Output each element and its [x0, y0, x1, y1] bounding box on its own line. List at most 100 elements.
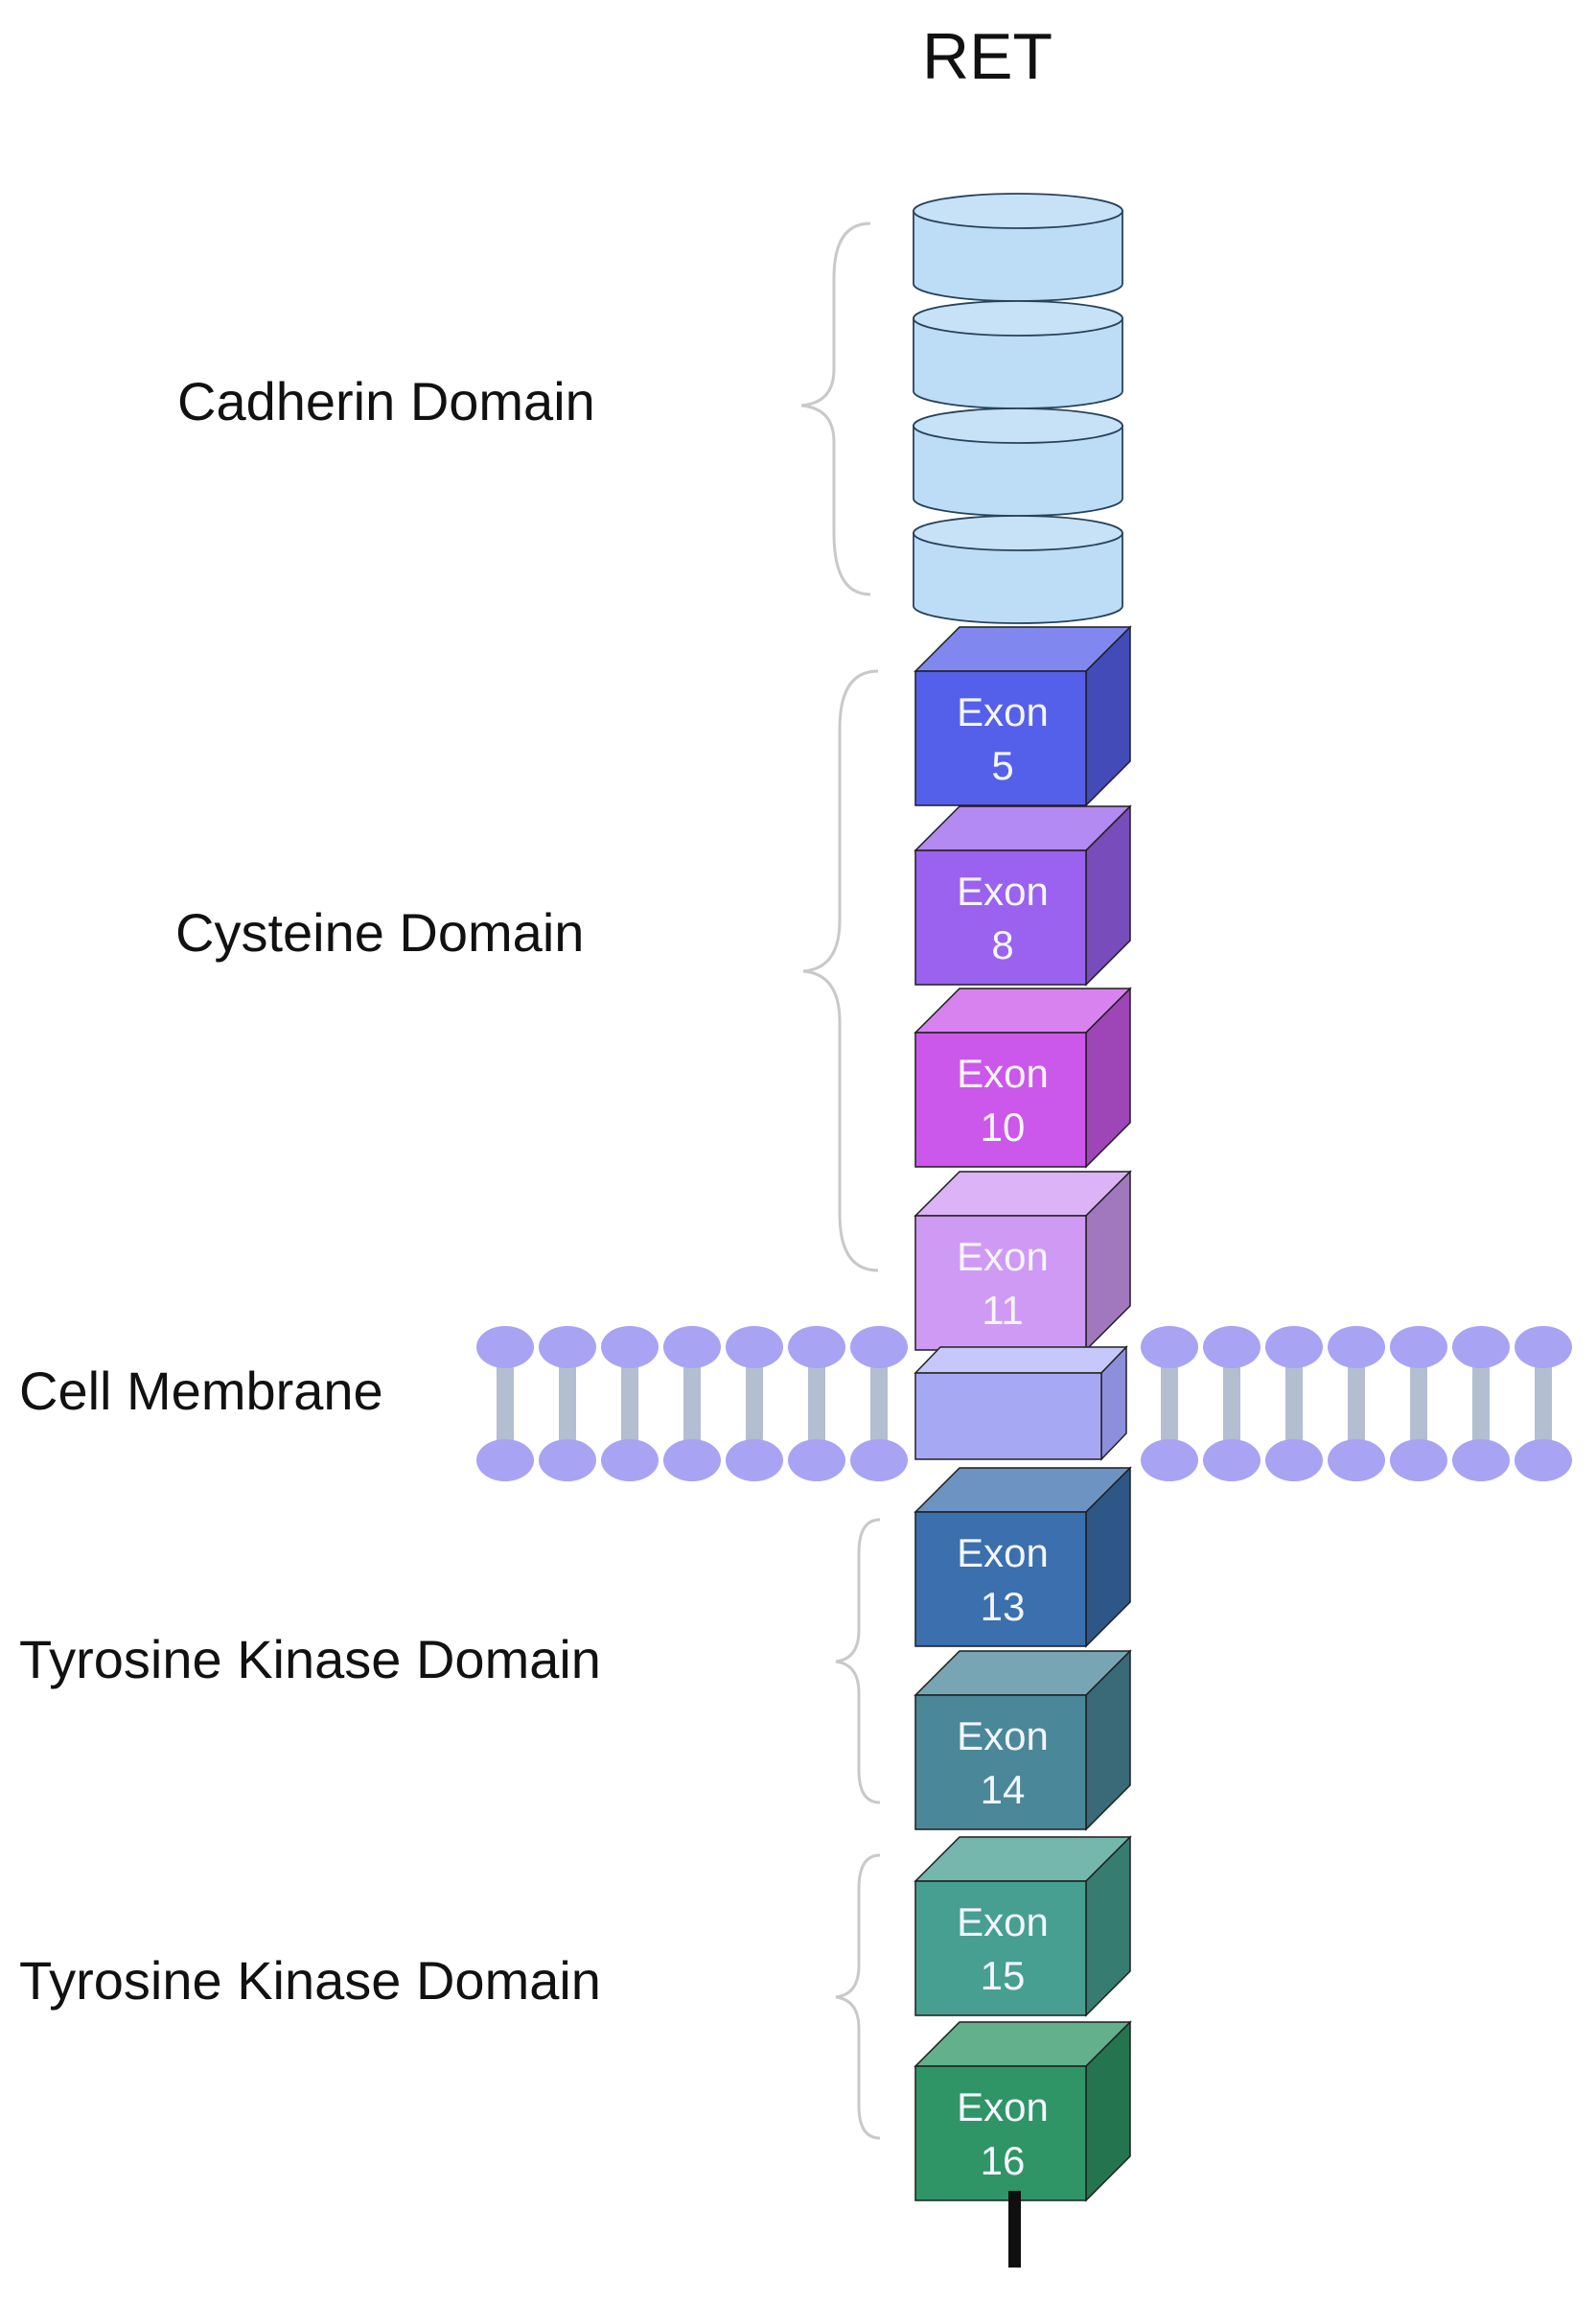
tyrosine-kinase-domain-label-1: Tyrosine Kinase Domain [19, 1629, 601, 1689]
lipid-head-bottom [1515, 1439, 1572, 1481]
phospholipid [788, 1326, 845, 1481]
exon-label: Exon [957, 1713, 1049, 1758]
cadherin-repeat [913, 300, 1123, 409]
cadherin-domain-label: Cadherin Domain [177, 371, 595, 431]
cadherin-repeat [913, 193, 1123, 302]
exon-number: 11 [982, 1288, 1024, 1333]
c-terminal-tail [1008, 2191, 1021, 2268]
diagram-title: RET [922, 20, 1052, 93]
lipid-head-top [1328, 1326, 1385, 1368]
exon-cube: Exon 15 [914, 1835, 1132, 2017]
exon-cube-front [914, 2065, 1087, 2201]
cadherin-disk-top [913, 407, 1123, 444]
lipid-tail [559, 1347, 576, 1460]
phospholipid [850, 1326, 908, 1481]
exon-cube: Exon 14 [914, 1649, 1132, 1831]
cadherin-disk-top [913, 193, 1123, 229]
lipid-head-top [850, 1326, 908, 1368]
cell-membrane-label: Cell Membrane [19, 1361, 383, 1421]
exon-cube-front [914, 1880, 1087, 2016]
lipid-head-top [539, 1326, 596, 1368]
phospholipid [1390, 1326, 1447, 1481]
lipid-head-bottom [663, 1439, 721, 1481]
exon-cube: Exon 5 [914, 625, 1132, 807]
lipid-head-top [601, 1326, 659, 1368]
lipid-head-bottom [850, 1439, 908, 1481]
cell-membrane [476, 1326, 1572, 1481]
phospholipid [601, 1326, 659, 1481]
lipid-head-bottom [1203, 1439, 1261, 1481]
lipid-tail [1285, 1347, 1303, 1460]
phospholipid [476, 1326, 534, 1481]
exon-number: 14 [981, 1767, 1026, 1812]
lipid-tail [1472, 1347, 1490, 1460]
lipid-tail [497, 1347, 514, 1460]
phospholipid [1515, 1326, 1572, 1481]
lipid-head-bottom [726, 1439, 783, 1481]
cadherin-disk-body [913, 532, 1123, 624]
exon-number: 16 [981, 2138, 1026, 2183]
phospholipid [1265, 1326, 1323, 1481]
phospholipid [539, 1326, 596, 1481]
lipid-head-bottom [1390, 1439, 1447, 1481]
exon-number: 5 [991, 743, 1013, 788]
cysteine-brace [802, 669, 879, 1272]
lipid-tail [1410, 1347, 1427, 1460]
lipid-tail [870, 1347, 888, 1460]
lipid-head-bottom [1141, 1439, 1198, 1481]
exon-blocks: Exon5Exon8Exon10Exon11Exon13Exon14Exon15… [914, 625, 1132, 2202]
lipid-head-bottom [788, 1439, 845, 1481]
tm-segment-front [914, 1372, 1102, 1460]
exon-cube: Exon 16 [914, 2020, 1132, 2202]
lipid-tail [683, 1347, 701, 1460]
cadherin-disk-top [913, 300, 1123, 337]
lipid-tail [808, 1347, 825, 1460]
cadherin-brace [800, 221, 871, 596]
cadherin-domain [913, 193, 1123, 624]
lipid-head-top [663, 1326, 721, 1368]
phospholipid [1203, 1326, 1261, 1481]
exon-label: Exon [957, 689, 1049, 734]
exon-number: 8 [991, 922, 1013, 967]
tyrosine-kinase-domain-label-2: Tyrosine Kinase Domain [19, 1950, 601, 2011]
lipid-head-top [476, 1326, 534, 1368]
lipid-head-top [1390, 1326, 1447, 1368]
exon-number: 15 [981, 1953, 1026, 1998]
phospholipid [1141, 1326, 1198, 1481]
lipid-head-top [1203, 1326, 1261, 1368]
exon-cube-front [914, 1511, 1087, 1647]
exon-cube-front [914, 670, 1087, 806]
phospholipid [726, 1326, 783, 1481]
domain-braces [800, 221, 881, 2140]
lipid-head-top [1141, 1326, 1198, 1368]
exon-label: Exon [957, 1899, 1049, 1944]
lipid-tail [1535, 1347, 1552, 1460]
lipid-head-top [1265, 1326, 1323, 1368]
lipid-head-bottom [1452, 1439, 1510, 1481]
lipid-head-bottom [539, 1439, 596, 1481]
lipid-head-top [726, 1326, 783, 1368]
exon-label: Exon [957, 2084, 1049, 2129]
cadherin-repeat [913, 515, 1123, 624]
cysteine-domain-label: Cysteine Domain [175, 902, 584, 963]
lipid-tail [1161, 1347, 1178, 1460]
phospholipid [1328, 1326, 1385, 1481]
exon-label: Exon [957, 1530, 1049, 1575]
cadherin-repeat [913, 407, 1123, 517]
tk2-brace [835, 1853, 881, 2140]
tk1-brace [835, 1518, 881, 1804]
tm-segment-top [914, 1346, 1128, 1374]
lipid-tail [621, 1347, 638, 1460]
exon-cube: Exon 13 [914, 1466, 1132, 1648]
cadherin-disk-top [913, 515, 1123, 551]
phospholipid [1452, 1326, 1510, 1481]
lipid-tail [1348, 1347, 1365, 1460]
exon-label: Exon [957, 1234, 1049, 1279]
lipid-head-bottom [1265, 1439, 1323, 1481]
exon-number: 13 [981, 1584, 1026, 1629]
lipid-tail [746, 1347, 763, 1460]
phospholipid [663, 1326, 721, 1481]
